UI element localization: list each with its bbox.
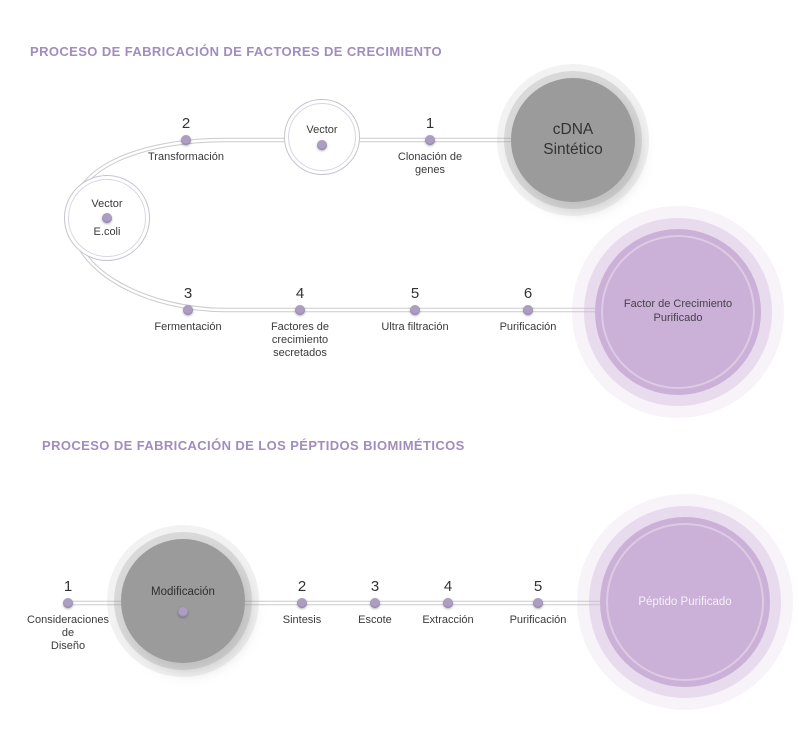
modificacion-label: Modificación — [151, 586, 215, 599]
step-number: 2 — [297, 578, 307, 595]
step-purificacion-1: 6 Purificación — [472, 285, 584, 334]
step-number: 2 — [181, 115, 191, 132]
step-label: Escote — [358, 614, 392, 626]
modificacion-dot — [178, 606, 188, 617]
step-escote: 3 Escote — [319, 578, 431, 627]
factor-purificado-node: Factor de Crecimiento Purificado — [595, 229, 761, 395]
step-number: 4 — [443, 578, 453, 595]
ecoli-node-label-bottom: E.coli — [93, 226, 121, 238]
step-dot — [295, 305, 305, 315]
cdna-sintetico-label: cDNA Sintético — [543, 120, 603, 158]
process2-title: PROCESO DE FABRICACIÓN DE LOS PÉPTIDOS B… — [42, 438, 465, 453]
step-number: 3 — [183, 285, 193, 302]
step-dot — [425, 135, 435, 145]
vector-node: Vector — [284, 99, 360, 175]
step-fermentacion: 3 Fermentación — [132, 285, 244, 334]
ecoli-node: Vector E.coli — [64, 175, 150, 261]
step-dot — [183, 305, 193, 315]
vector-node-dot — [317, 139, 327, 150]
step-label: Consideraciones de Diseño — [27, 614, 109, 653]
step-factores-secretados: 4 Factores de crecimiento secretados — [244, 285, 356, 361]
step-dot — [181, 135, 191, 145]
step-label: Purificación — [499, 321, 557, 333]
step-sintesis: 2 Sintesis — [246, 578, 358, 627]
vector-node-label: Vector — [306, 124, 338, 137]
step-number: 1 — [425, 115, 435, 132]
factor-purificado-label: Factor de Crecimiento Purificado — [623, 298, 733, 324]
step-extraccion: 4 Extracción — [392, 578, 504, 627]
step-dot — [410, 305, 420, 315]
peptido-purificado-node: Péptido Purificado — [600, 517, 770, 687]
step-number: 5 — [533, 578, 543, 595]
step-dot — [523, 305, 533, 315]
step-clonacion: 1 Clonación de genes — [374, 115, 486, 177]
modificacion-node: Modificación — [121, 539, 245, 663]
step-label: Ultra filtración — [381, 321, 449, 333]
step-dot — [297, 598, 307, 608]
step-number: 3 — [370, 578, 380, 595]
step-label: Sintesis — [282, 614, 322, 626]
step-label: Purificación — [509, 614, 567, 626]
step-dot — [63, 598, 73, 608]
step-transformacion: 2 Transformación — [130, 115, 242, 164]
peptido-purificado-label: Péptido Purificado — [638, 595, 732, 608]
step-number: 6 — [523, 285, 533, 302]
step-dot — [533, 598, 543, 608]
step-consideraciones: 1 Consideraciones de Diseño — [12, 578, 124, 654]
process1-title: PROCESO DE FABRICACIÓN DE FACTORES DE CR… — [30, 44, 443, 59]
step-label: Factores de crecimiento secretados — [270, 321, 330, 360]
cdna-sintetico-node: cDNA Sintético — [511, 78, 635, 202]
step-label: Clonación de genes — [397, 151, 463, 177]
step-number: 1 — [63, 578, 73, 595]
step-label: Extracción — [422, 614, 474, 626]
step-number: 5 — [410, 285, 420, 302]
step-purificacion-2: 5 Purificación — [482, 578, 594, 627]
step-dot — [370, 598, 380, 608]
step-number: 4 — [295, 285, 305, 302]
ecoli-node-label-top: Vector — [91, 197, 123, 210]
ecoli-node-dot — [102, 213, 112, 223]
step-label: Fermentación — [154, 321, 222, 333]
step-dot — [443, 598, 453, 608]
step-ultra-filtracion: 5 Ultra filtración — [359, 285, 471, 334]
step-label: Transformación — [147, 151, 224, 163]
